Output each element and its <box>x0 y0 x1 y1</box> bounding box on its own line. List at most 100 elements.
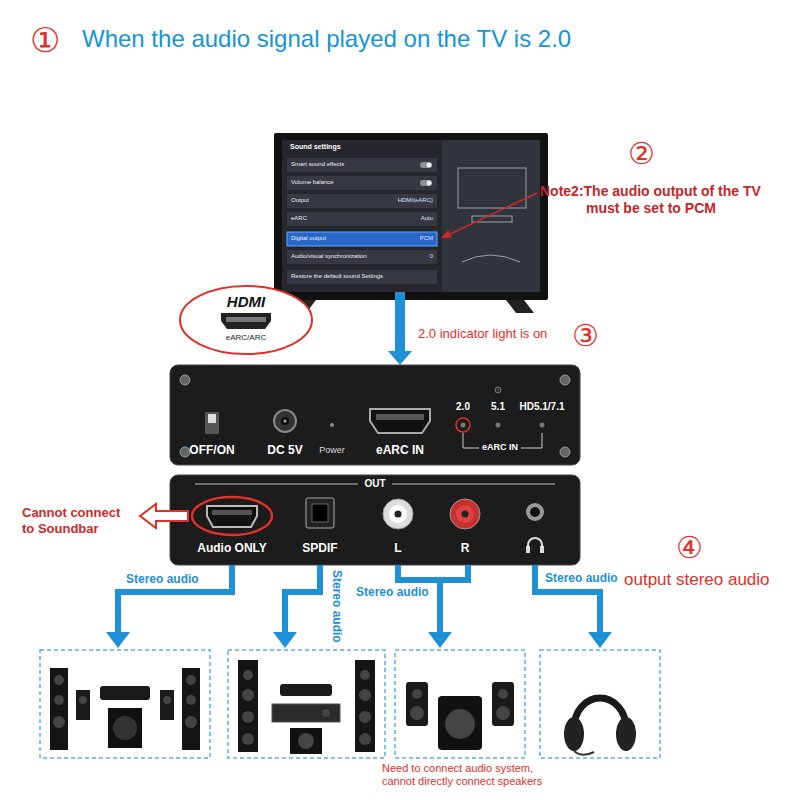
headphone-symbol <box>528 538 542 551</box>
rca-jack <box>395 511 402 518</box>
signal-label: Stereo audio <box>330 570 344 643</box>
tv-set <box>506 300 534 313</box>
panel-label: R <box>461 541 470 555</box>
tower-speaker-picture <box>298 733 314 749</box>
signal-label: Stereo audio <box>545 571 618 585</box>
rca-jack <box>450 499 480 529</box>
rca-jack <box>462 511 469 518</box>
setting-label: Digital output <box>291 235 326 242</box>
computer-speaker-picture <box>492 682 514 726</box>
headphone-symbol <box>540 546 544 553</box>
dc-jack <box>274 410 296 432</box>
setting-value: 0 <box>430 253 433 260</box>
tv-screen: Sound settingsSmart sound effectsVolume … <box>282 140 540 292</box>
home-theater-picture <box>182 668 200 750</box>
tower-speaker-picture <box>238 660 375 754</box>
hdmi-output-port <box>212 510 252 515</box>
menu-row-ground <box>287 270 437 284</box>
panel-screw <box>180 447 190 457</box>
setting-label: Audio/visual synchronization <box>291 253 367 260</box>
tower-speaker-picture <box>360 670 370 680</box>
panel-label: eARC IN <box>479 442 521 453</box>
tower-speaker-picture <box>272 704 340 722</box>
indicator-led <box>461 423 466 428</box>
toggle-switch <box>427 163 432 168</box>
stereo-arrowhead <box>106 632 130 648</box>
panel-screw <box>560 375 570 385</box>
highlight-ring <box>192 497 272 535</box>
headphone-jack <box>530 507 540 517</box>
computer-speaker-picture <box>412 689 422 699</box>
home-theater-picture <box>185 716 197 728</box>
power-switch <box>205 412 219 434</box>
logo-text: eARC/ARC <box>226 333 266 343</box>
home-theater-picture <box>53 675 197 728</box>
stereo-arrow <box>398 565 468 580</box>
tower-speaker-picture <box>359 733 371 745</box>
panel-label: HD5.1/7.1 <box>519 401 564 413</box>
rca-jack <box>389 505 407 523</box>
menu-row: eARCAuto <box>287 212 437 226</box>
home-theater-picture <box>76 690 90 720</box>
home-theater-picture <box>50 668 68 750</box>
toggle-switch <box>420 180 432 186</box>
rca-jack <box>383 499 480 529</box>
headphone-jack <box>526 503 544 521</box>
setting-value: HDMI(eARC) <box>398 197 433 204</box>
toggle-switch <box>420 162 432 186</box>
hollow-arrow <box>140 504 188 528</box>
setting-label: Restore the default sound Settings <box>291 273 383 280</box>
signal-label: Stereo audio <box>356 585 429 599</box>
tower-speaker-picture <box>355 660 375 752</box>
highlight-ring <box>192 497 272 535</box>
dc-jack <box>274 410 296 432</box>
tower-speaker-picture <box>242 711 254 723</box>
menu-row-ground <box>287 250 437 264</box>
panel-label: Audio ONLY <box>197 541 267 555</box>
headphones-picture <box>616 717 636 751</box>
logo-text: HDMI <box>227 293 265 311</box>
headphone-symbol <box>526 546 530 553</box>
menu-row: Audio/visual synchronization 0 <box>287 250 437 264</box>
highlight-ring <box>456 418 470 432</box>
button-hole <box>495 387 501 393</box>
device-output-panel-body <box>170 475 580 565</box>
home-theater-picture <box>108 708 142 748</box>
panel-label: 2.0 <box>456 401 470 413</box>
home-theater-picture <box>79 696 87 704</box>
optical-port <box>306 498 334 528</box>
signal-label: Stereo audio <box>126 572 199 586</box>
stereo-arrowhead <box>106 632 612 648</box>
menu-row: Volume balance <box>287 176 437 190</box>
callout-number: ④ <box>676 530 703 566</box>
hdmi-logo <box>180 286 312 354</box>
home-theater-picture <box>50 668 200 750</box>
setting-value: PCM <box>420 235 433 242</box>
panel-label: eARC IN <box>376 443 424 457</box>
power-led <box>330 423 334 427</box>
home-theater-picture <box>186 695 196 705</box>
hdmi-output-port <box>207 506 257 527</box>
menu-row-ground <box>287 158 437 284</box>
menu-row: OutputHDMI(eARC) <box>287 194 437 208</box>
tower-speaker-picture <box>359 689 371 701</box>
leader-arrow <box>450 193 537 234</box>
home-theater-picture <box>54 695 64 705</box>
stereo-arrow <box>437 580 443 632</box>
indicator-led <box>496 423 501 428</box>
hdmi-output-port <box>207 506 257 527</box>
device-input-panel-body <box>170 365 580 465</box>
menu-row: Restore the default sound Settings <box>287 270 437 284</box>
tower-speaker-picture <box>290 728 322 754</box>
indicator-led <box>461 423 545 428</box>
panel-label: DC 5V <box>267 443 302 457</box>
headphones-picture <box>564 717 584 751</box>
dc-jack <box>284 420 287 423</box>
panel-label: 5.1 <box>491 401 505 413</box>
menu-row-ground <box>287 232 437 246</box>
device-output-panel: OUTAudio ONLYSPDIFLR <box>170 475 580 565</box>
hdmi-input-port <box>370 409 430 433</box>
computer-speaker-picture <box>438 696 482 750</box>
